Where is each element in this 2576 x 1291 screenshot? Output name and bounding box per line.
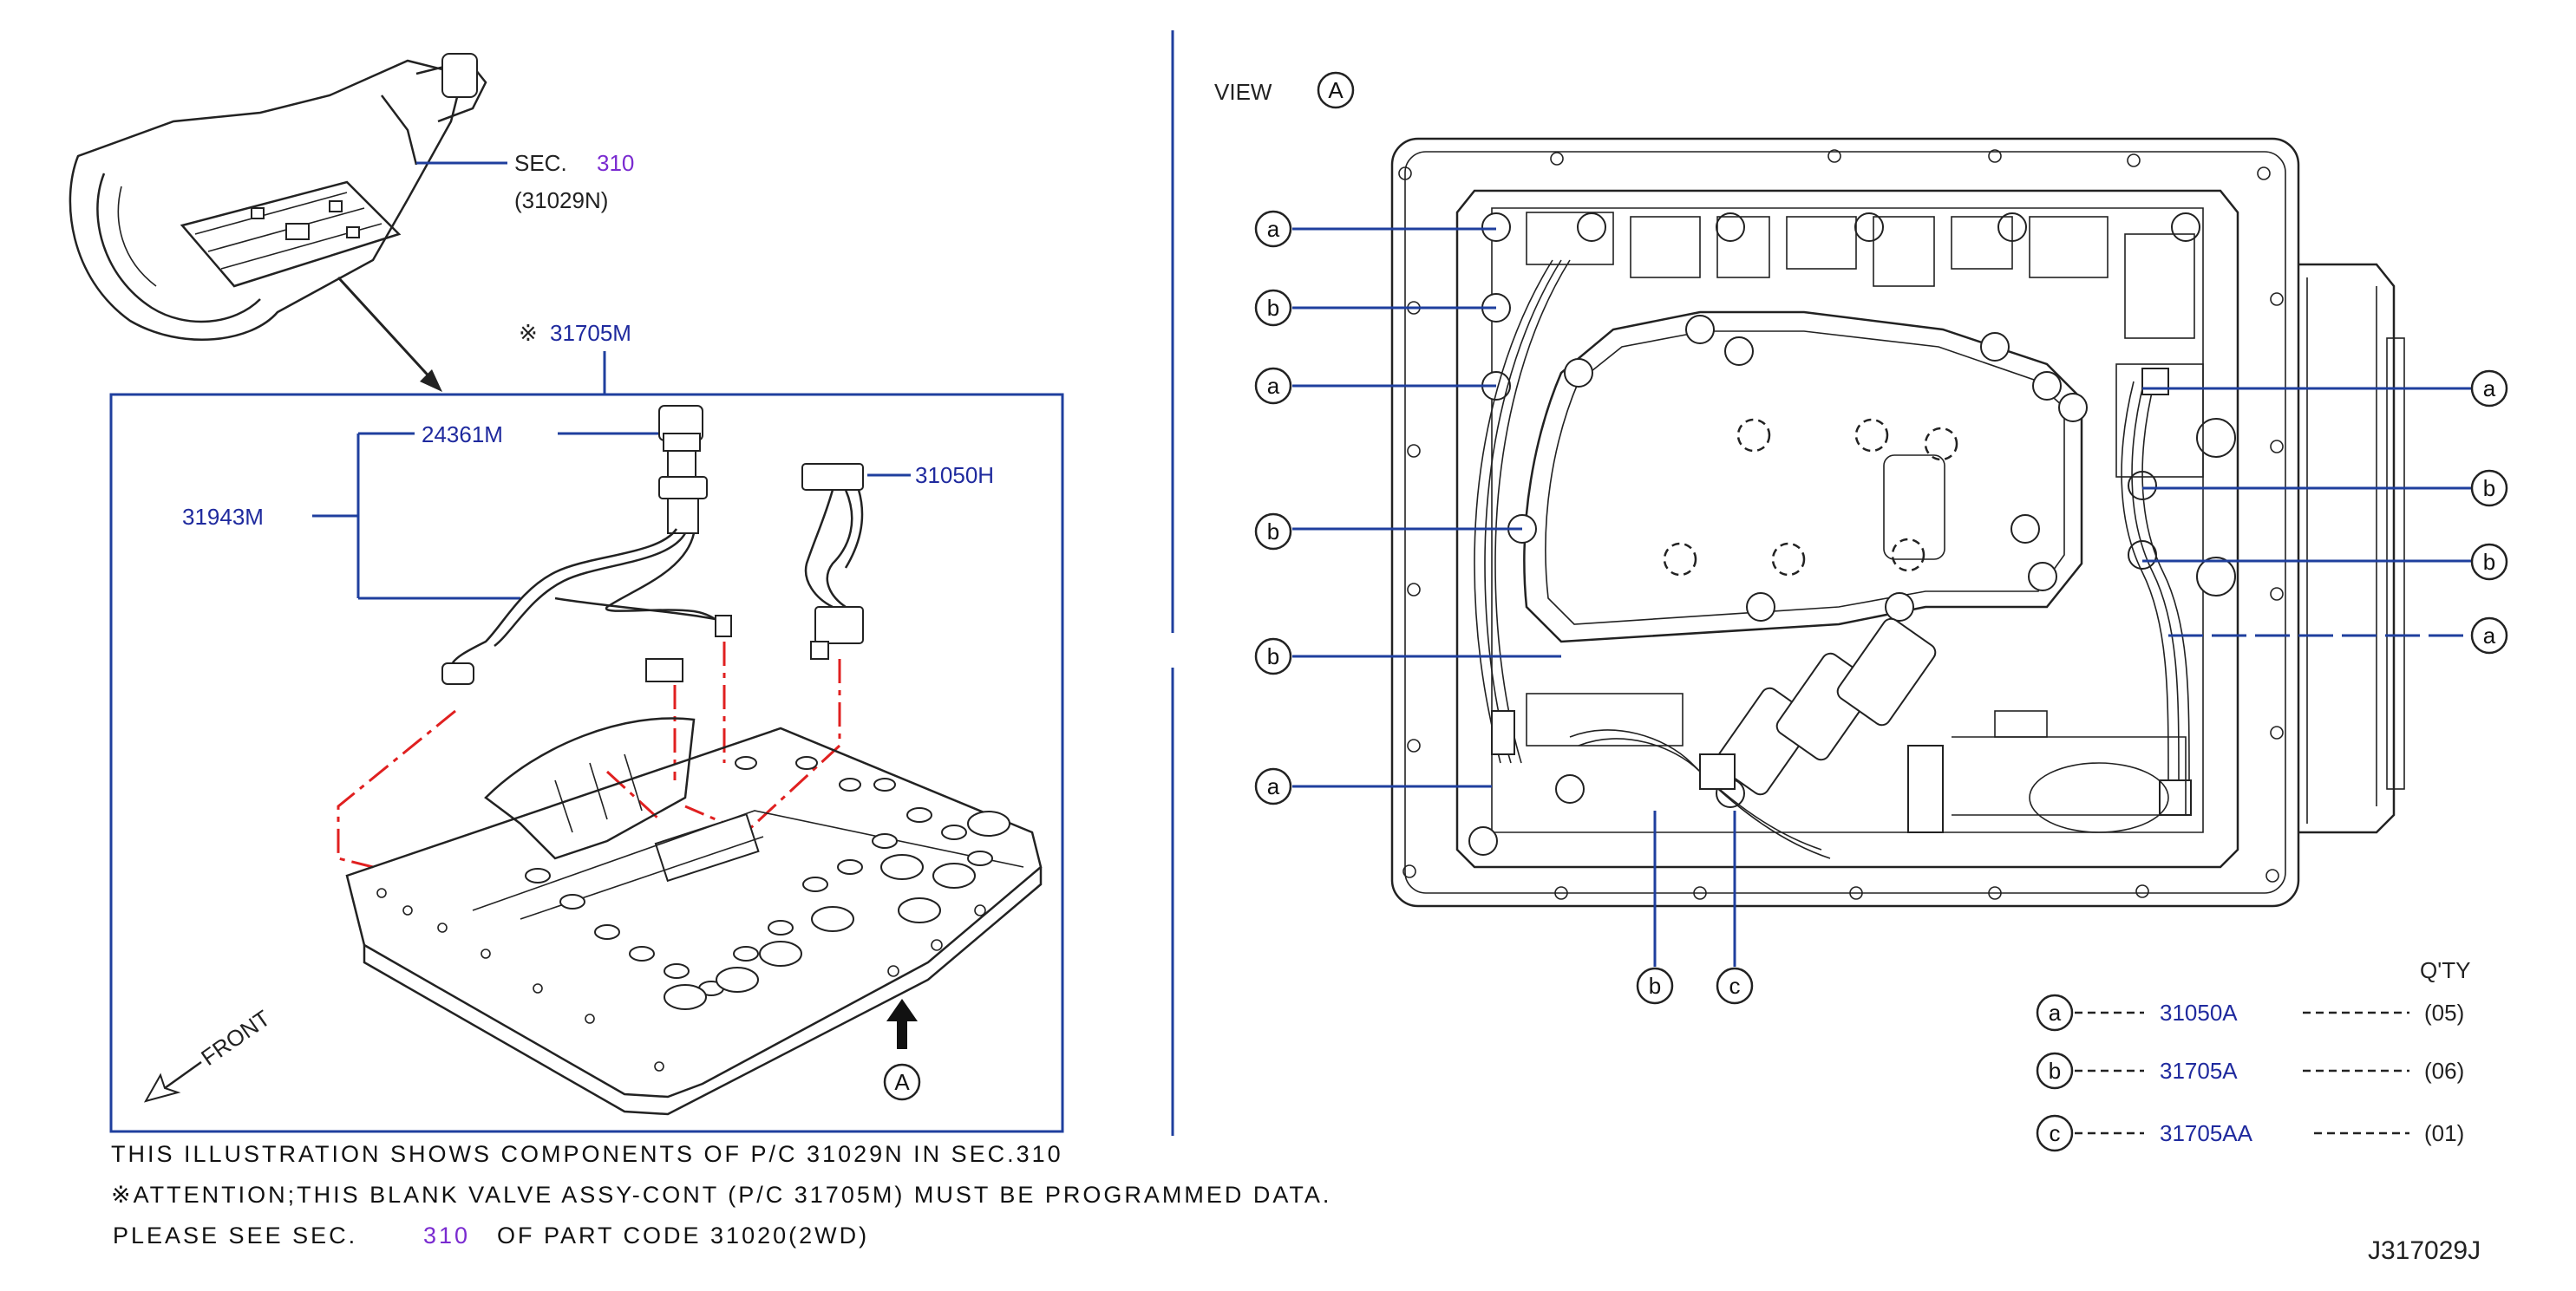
svg-text:a: a xyxy=(2483,623,2496,649)
drawing-code: J317029J xyxy=(2368,1236,2481,1265)
callout-right-3: b xyxy=(2470,543,2508,581)
view-a-valve-body-illustration xyxy=(1390,137,2405,908)
svg-text:b: b xyxy=(1267,295,1279,321)
part-31705m[interactable]: 31705M xyxy=(550,320,631,346)
svg-text:b: b xyxy=(1267,518,1279,544)
valve-body-illustration xyxy=(345,717,1043,1116)
callout-left-2: b xyxy=(1254,289,1292,327)
transmission-housing-illustration xyxy=(69,53,487,392)
note-line-2: ※ATTENTION;THIS BLANK VALVE ASSY-CONT (P… xyxy=(111,1182,1331,1208)
qty-value-b: (06) xyxy=(2424,1058,2464,1084)
qty-value-c: (01) xyxy=(2424,1120,2464,1146)
front-direction-indicator: FRONT xyxy=(143,1005,275,1103)
view-label: VIEW xyxy=(1214,79,1272,105)
qty-row-a: a 31050A (05) xyxy=(2036,994,2464,1032)
svg-text:a: a xyxy=(1267,373,1280,399)
view-a-indicator: A xyxy=(883,999,921,1101)
qty-row-b: b 31705A (06) xyxy=(2036,1052,2464,1090)
qty-part-31705a[interactable]: 31705A xyxy=(2160,1058,2238,1084)
callout-left-4: b xyxy=(1254,512,1292,551)
svg-text:b: b xyxy=(2483,475,2495,501)
view-a-header: VIEW A xyxy=(1214,71,1355,109)
callout-left-5: b xyxy=(1254,637,1292,675)
callout-left-1: a xyxy=(1254,210,1292,248)
part-24361m[interactable]: 24361M xyxy=(422,421,503,447)
sec-label: SEC. xyxy=(514,150,567,176)
sec-310-reference: SEC. 310 (31029N) xyxy=(416,150,634,213)
svg-text:b: b xyxy=(2483,549,2495,575)
note-line-1: THIS ILLUSTRATION SHOWS COMPONENTS OF P/… xyxy=(111,1141,1063,1167)
qty-header: Q'TY xyxy=(2420,957,2470,983)
callout-right-2: b xyxy=(2470,469,2508,507)
svg-text:c: c xyxy=(1729,973,1741,999)
callout-right-1: a xyxy=(2470,369,2508,408)
front-label: FRONT xyxy=(196,1005,275,1071)
view-letter: A xyxy=(1328,77,1344,103)
view-a-callouts-left: a b a b b a xyxy=(1254,210,1561,805)
wiring-harness-illustration xyxy=(441,528,732,685)
qty-row-c: c 31705AA (01) xyxy=(2036,1114,2464,1152)
svg-text:a: a xyxy=(2049,1000,2062,1026)
part-31943m[interactable]: 31943M xyxy=(182,504,264,530)
svg-text:a: a xyxy=(2483,375,2496,401)
valve-assembly-panel: ※ 31705M 24361M 31943M 31050H xyxy=(109,320,1064,1133)
part-31050h[interactable]: 31050H xyxy=(915,462,994,488)
callout-left-3: a xyxy=(1254,367,1292,405)
svg-text:b: b xyxy=(2049,1058,2061,1084)
sec-number[interactable]: 310 xyxy=(597,150,634,176)
qty-value-a: (05) xyxy=(2424,1000,2464,1026)
quantity-table: Q'TY a 31050A (05) b 31705A (06) c 31705… xyxy=(2036,957,2470,1152)
view-a-callouts-bottom: b c xyxy=(1636,811,1754,1005)
svg-text:a: a xyxy=(1267,773,1280,799)
svg-text:b: b xyxy=(1267,643,1279,669)
callout-bottom-1: b xyxy=(1636,967,1674,1005)
assembly-guide-lines xyxy=(337,642,841,869)
note-line-3-suffix: OF PART CODE 31020(2WD) xyxy=(497,1223,869,1249)
view-a-callouts-right: a b b a xyxy=(2142,369,2508,655)
note-line-3-sec[interactable]: 310 xyxy=(423,1223,470,1249)
callout-bottom-2: c xyxy=(1716,967,1754,1005)
svg-text:c: c xyxy=(2050,1120,2061,1146)
qty-part-31705aa[interactable]: 31705AA xyxy=(2160,1120,2253,1146)
svg-text:b: b xyxy=(1649,973,1661,999)
attention-mark: ※ xyxy=(519,320,538,346)
callout-right-4: a xyxy=(2470,616,2508,655)
notes-block: THIS ILLUSTRATION SHOWS COMPONENTS OF P/… xyxy=(111,1141,1331,1249)
solenoid-harness-illustration xyxy=(801,463,864,660)
view-a-letter: A xyxy=(894,1069,910,1095)
qty-part-31050a[interactable]: 31050A xyxy=(2160,1000,2238,1026)
note-line-3-prefix: PLEASE SEE SEC. xyxy=(113,1223,357,1249)
callout-left-6: a xyxy=(1254,767,1292,805)
svg-text:a: a xyxy=(1267,216,1280,242)
sec-part-code: (31029N) xyxy=(514,187,608,213)
connector-plug-illustration xyxy=(658,405,708,534)
